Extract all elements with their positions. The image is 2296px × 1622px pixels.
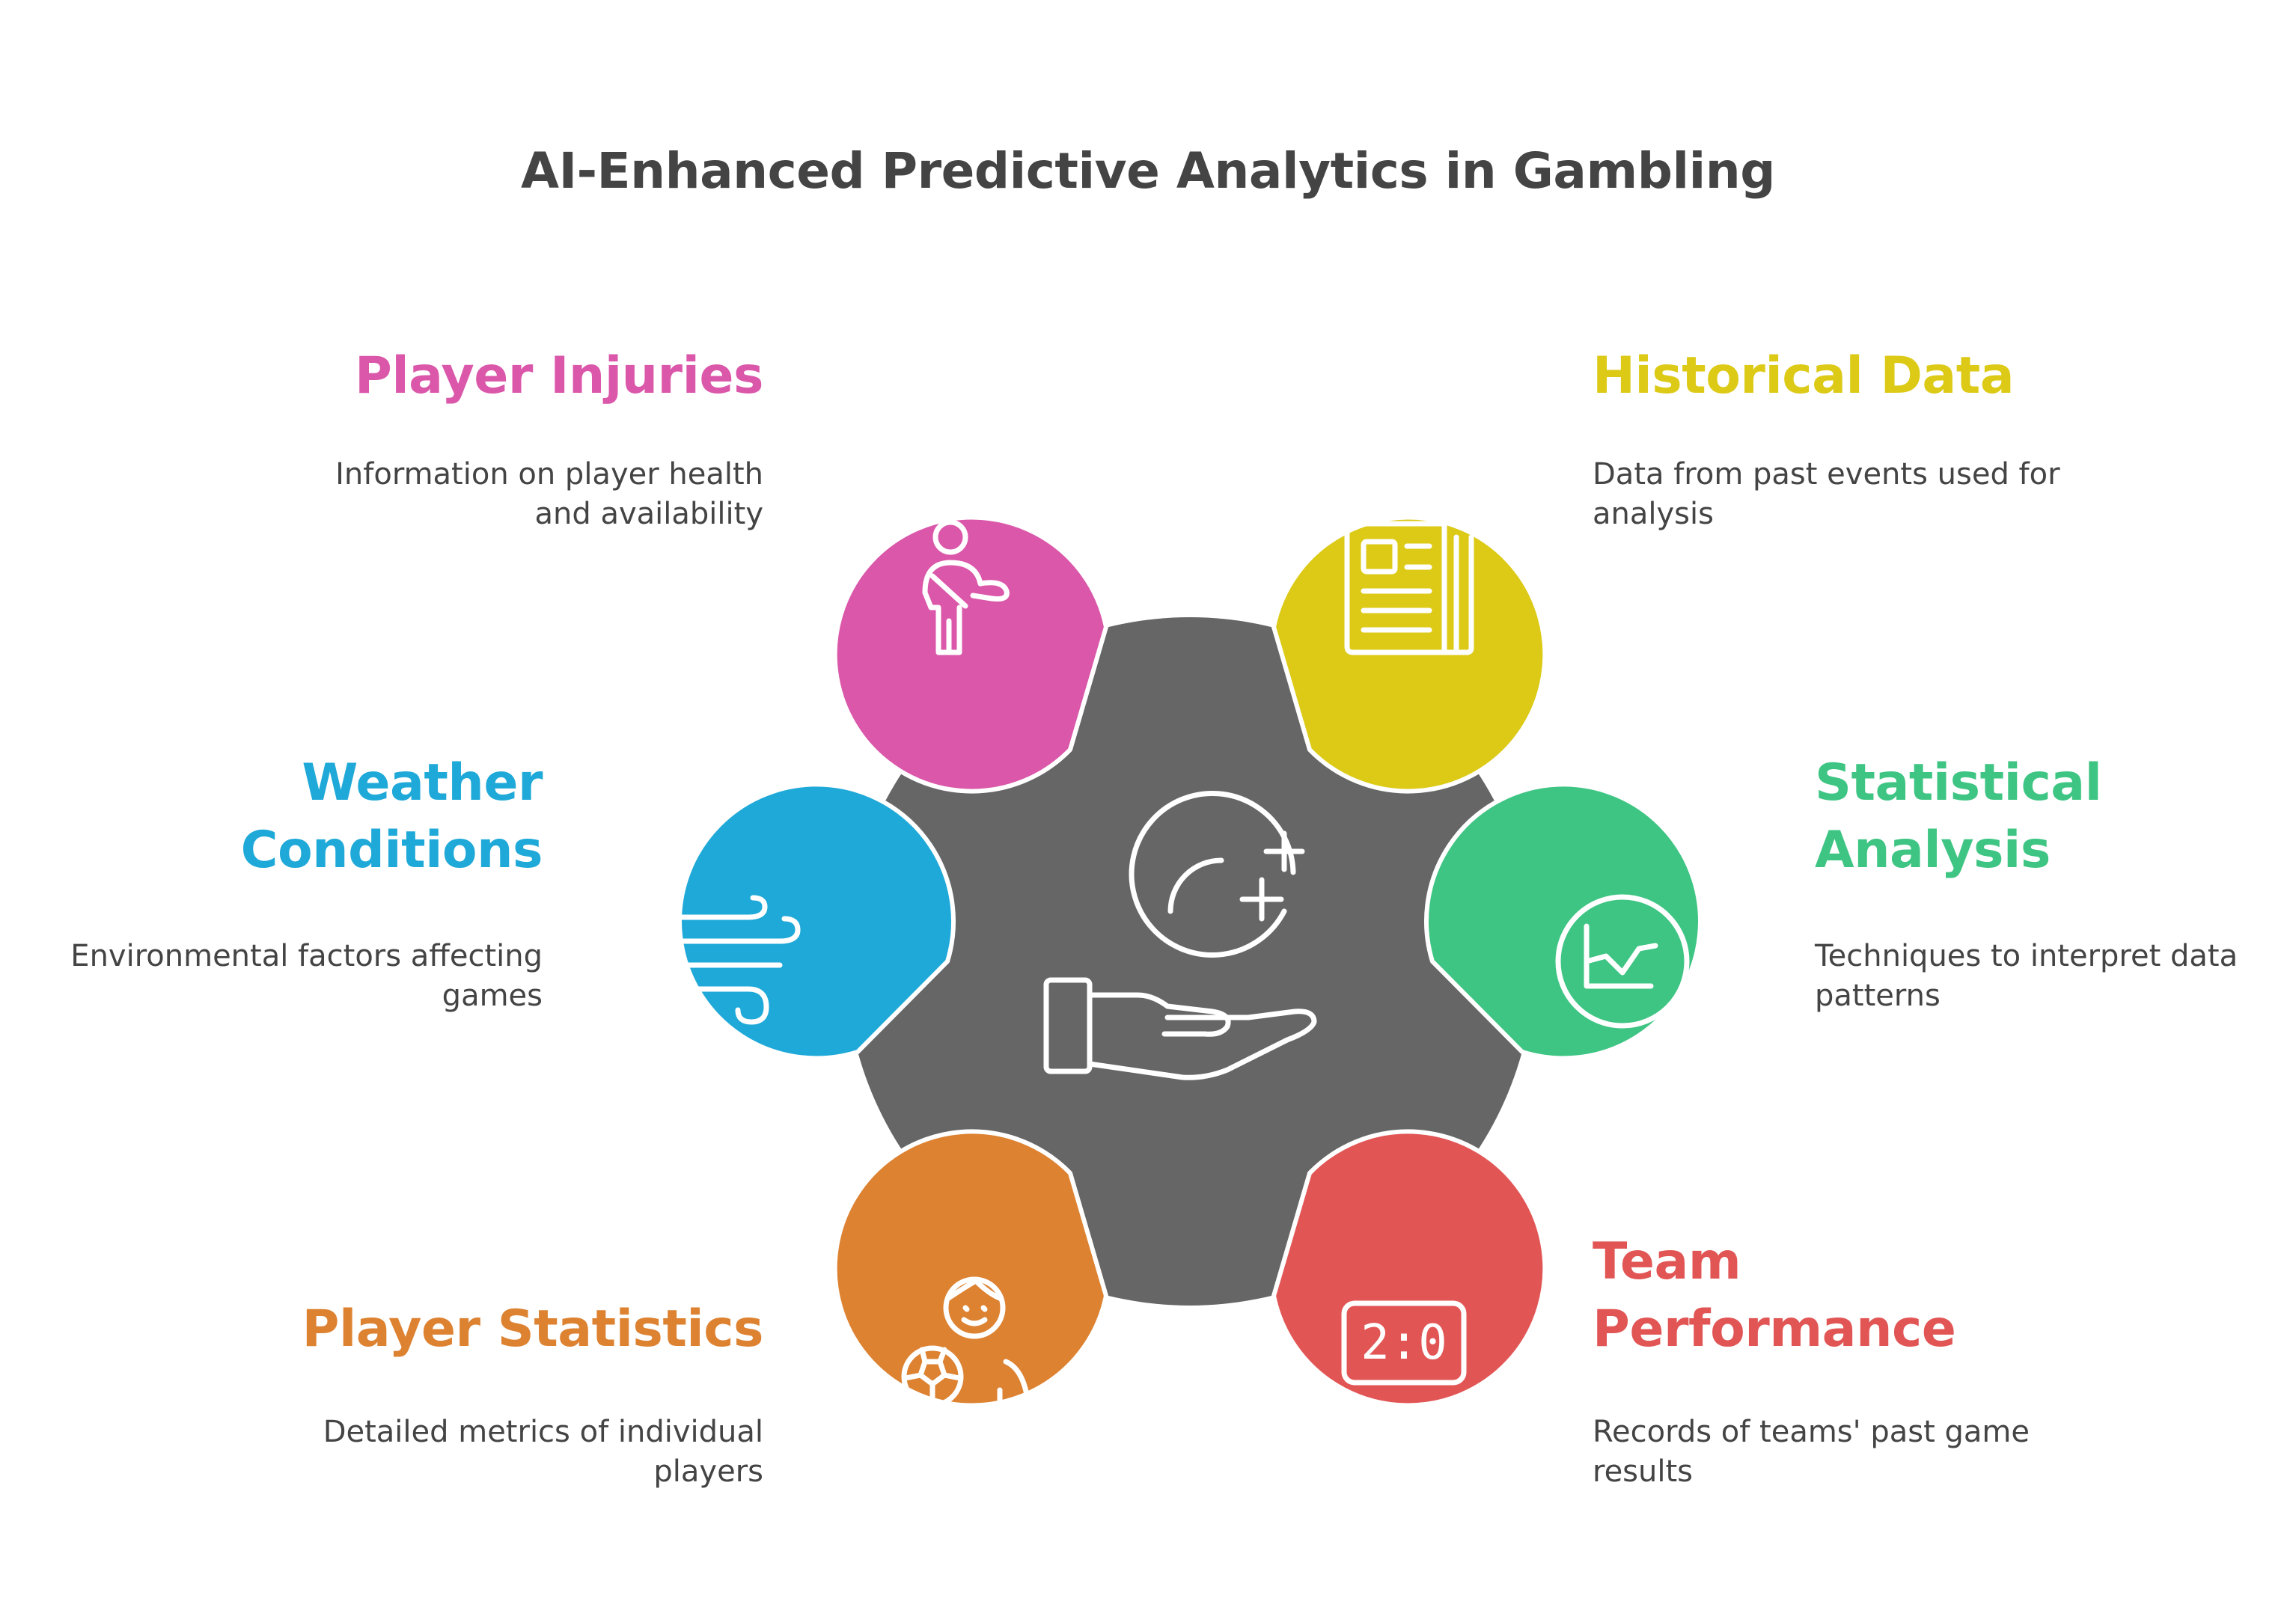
heading-statistical-analysis: Statistical Analysis xyxy=(1815,753,2102,880)
desc-historical-data: Data from past events used for analysis xyxy=(1593,457,2060,531)
injured-person-icon xyxy=(922,519,1010,655)
petal-shape xyxy=(832,1129,1108,1408)
heading-historical-data: Historical Data xyxy=(1593,346,2015,406)
heading-team-performance: Team Performance xyxy=(1593,1232,1956,1359)
heading-weather-conditions: Weather Conditions xyxy=(240,753,543,880)
page-title: AI-Enhanced Predictive Analytics in Gamb… xyxy=(521,142,1775,200)
soccer-player-icon xyxy=(901,1276,1031,1408)
hand-holding-coin-icon xyxy=(1043,791,1317,1080)
heading-player-statistics: Player Statistics xyxy=(302,1300,764,1359)
petal-weather-conditions xyxy=(672,782,956,1061)
desc-weather-conditions: Environmental factors affecting games xyxy=(70,939,543,1013)
heading-player-injuries: Player Injuries xyxy=(355,346,763,406)
hub-circle xyxy=(846,617,1534,1306)
petal-shape xyxy=(1423,782,1703,1061)
scoreboard-icon: 2:0 xyxy=(1341,1300,1467,1386)
scoreboard-score: 2:0 xyxy=(1361,1315,1447,1371)
petal-statistical-analysis xyxy=(1423,782,1703,1061)
petal-team-performance: 2:0 xyxy=(1271,1129,1548,1408)
newspaper-icon xyxy=(1344,521,1474,655)
petal-shape xyxy=(832,515,1108,794)
line-chart-icon xyxy=(1555,894,1690,1029)
desc-player-injuries: Information on player health and availab… xyxy=(335,457,763,531)
petal-historical-data xyxy=(1271,515,1548,794)
petal-player-statistics xyxy=(832,1129,1108,1408)
wind-icon xyxy=(672,895,801,1025)
desc-player-statistics: Detailed metrics of individual players xyxy=(323,1415,763,1489)
desc-team-performance: Records of teams' past game results xyxy=(1593,1415,2030,1489)
desc-statistical-analysis: Techniques to interpret data patterns xyxy=(1815,939,2238,1013)
petal-player-injuries xyxy=(832,515,1108,794)
